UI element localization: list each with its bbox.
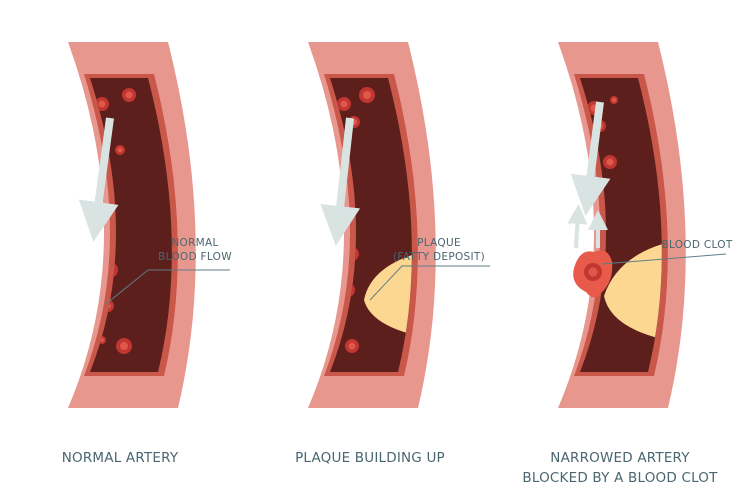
blood-cell xyxy=(122,88,136,102)
plaque-deposit-right xyxy=(364,248,412,340)
blood-cell xyxy=(359,87,375,103)
callout-line xyxy=(105,269,230,305)
blood-cell xyxy=(337,97,351,111)
plaque-deposit-right xyxy=(604,238,662,344)
callout-label-plaque: PLAQUE (FATTY DEPOSIT) xyxy=(392,237,486,263)
backflow-arrow xyxy=(567,204,588,249)
blood-cell xyxy=(603,155,617,169)
callout-label-blood-clot: BLOOD CLOT xyxy=(661,239,733,251)
artery-lumen xyxy=(90,78,172,372)
caption-narrowed-artery: NARROWED ARTERY BLOCKED BY A BLOOD CLOT xyxy=(522,450,718,486)
blood-cell xyxy=(345,339,359,353)
blood-cell xyxy=(115,145,125,155)
panel-narrowed-artery xyxy=(558,42,727,408)
flow-arrow xyxy=(320,117,361,246)
panel-plaque-building-up xyxy=(308,42,490,408)
callout-line xyxy=(369,265,490,301)
blood-cell xyxy=(116,338,132,354)
blood-clot xyxy=(573,250,613,298)
caption-normal-artery: NORMAL ARTERY xyxy=(61,450,179,466)
blood-cell xyxy=(610,96,618,104)
caption-plaque-building-up: PLAQUE BUILDING UP xyxy=(295,450,445,466)
flow-arrow xyxy=(570,101,611,216)
flow-arrow xyxy=(78,117,119,242)
panel-normal-artery xyxy=(68,42,230,408)
callout-label-normal-blood-flow: NORMAL BLOOD FLOW xyxy=(158,237,232,263)
callout-line xyxy=(601,253,727,265)
